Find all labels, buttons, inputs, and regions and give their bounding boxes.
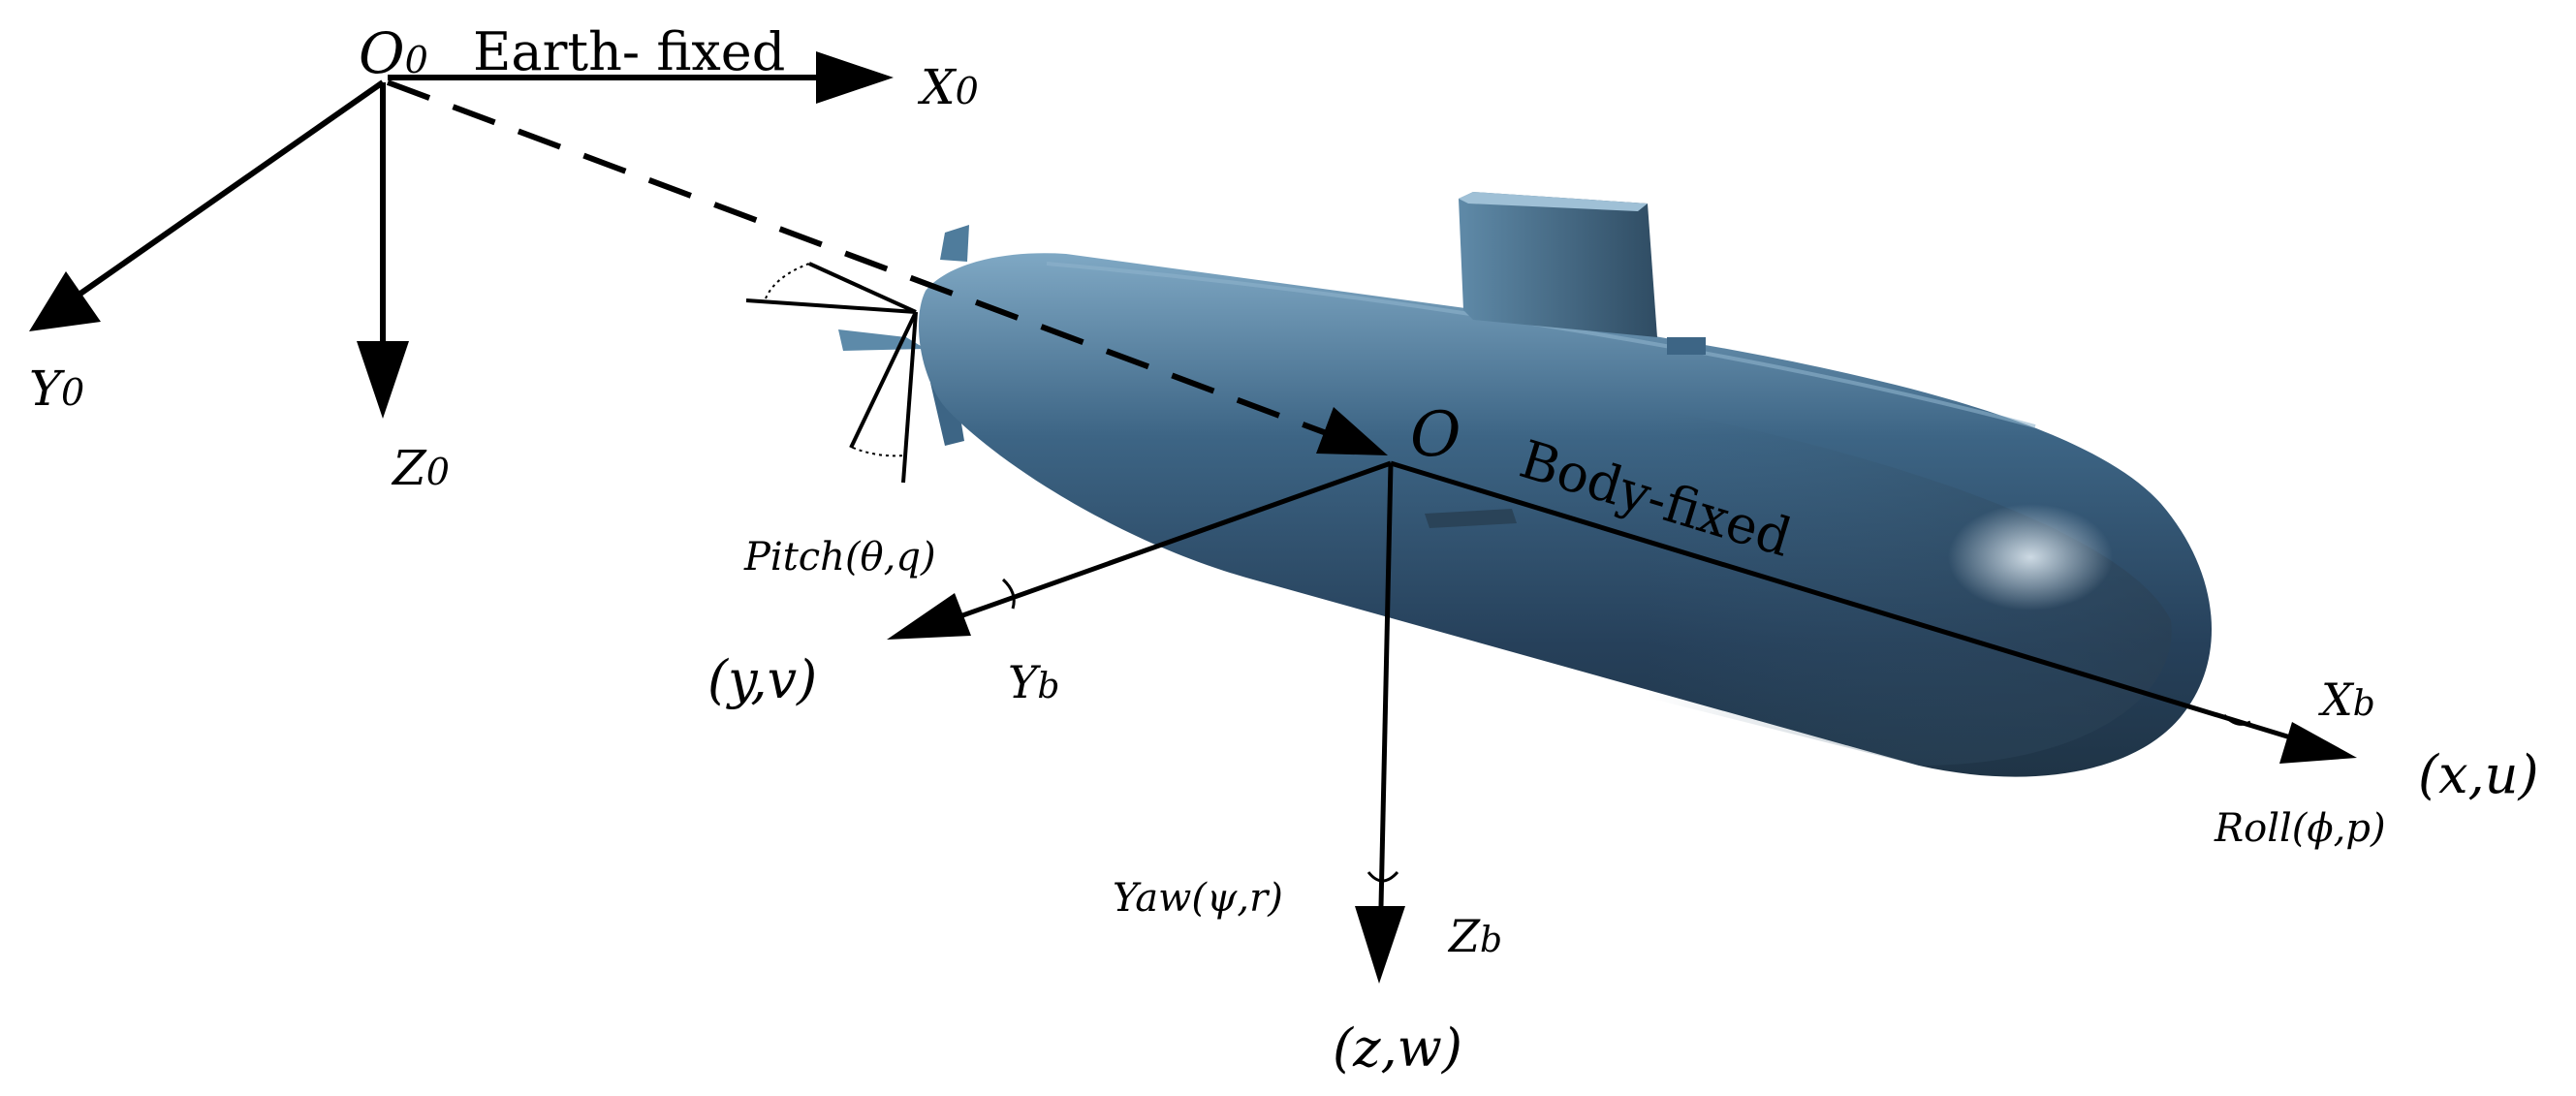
body-x-arrowhead [2279,722,2357,764]
body-y-arrowhead [887,593,971,640]
earth-frame-title: Earth- fixed [473,21,785,82]
pitch-label: Pitch(θ,q) [743,535,936,579]
body-x-label: Xb [2318,673,2375,726]
body-y-label: Yb [1008,656,1059,708]
z-motion-label: (z,w) [1333,1018,1462,1079]
earth-arrowheads [29,51,1388,455]
earth-y-label: Y0 [29,360,84,417]
origin-link-dashed [386,79,1349,444]
body-z-axis [1378,462,1394,907]
body-frame [954,460,2298,907]
earth-z-label: Z0 [391,440,450,496]
pitch-angle-symbol [745,262,918,484]
roll-label: Roll(ϕ,p) [2214,806,2386,851]
body-arrowheads [887,593,2357,984]
earth-frame [76,75,1349,444]
earth-z-arrowhead [357,341,409,419]
earth-x-arrowhead [816,51,894,104]
rotation-arrows [1001,578,2251,883]
earth-x-label: X0 [917,59,979,115]
earth-y-axis [76,79,385,298]
body-z-label: Zb [1447,910,1502,962]
body-x-axis [1390,460,2298,742]
body-origin-label: O [1410,399,1461,471]
roll-rotation-arrow [2222,713,2251,726]
body-y-axis [954,460,1392,621]
y-motion-label: (y,v) [707,649,817,710]
earth-y-arrowhead [29,271,101,331]
body-z-arrowhead [1355,906,1405,984]
yaw-label: Yaw(ψ,r) [1113,876,1283,921]
pitch-rotation-arrow [1001,578,1016,610]
earth-origin-label: O0 [359,20,428,86]
yaw-rotation-arrow [1367,870,1399,883]
x-motion-label: (x,u) [2418,744,2539,805]
link-arrowhead [1316,407,1388,455]
